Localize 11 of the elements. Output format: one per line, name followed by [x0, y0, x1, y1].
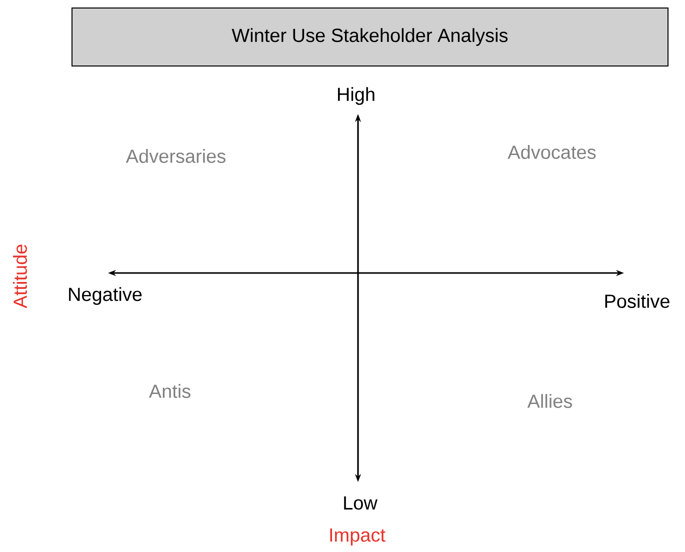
axis-title: Impact [330, 528, 386, 546]
title-box: Winter Use Stakeholder Analysis [72, 8, 668, 66]
axis-label: Low [344, 496, 378, 510]
quadrant-label: Allies [527, 394, 572, 408]
quadrant-label: Advocates [508, 145, 596, 159]
axis-label: Positive [605, 294, 670, 308]
axis-label: Negative [69, 287, 142, 305]
quadrant-label: Antis [148, 384, 190, 398]
axis-label: High [338, 87, 374, 105]
axis-title: Attitude [13, 244, 27, 308]
quadrant-label: Adversaries [126, 149, 226, 163]
